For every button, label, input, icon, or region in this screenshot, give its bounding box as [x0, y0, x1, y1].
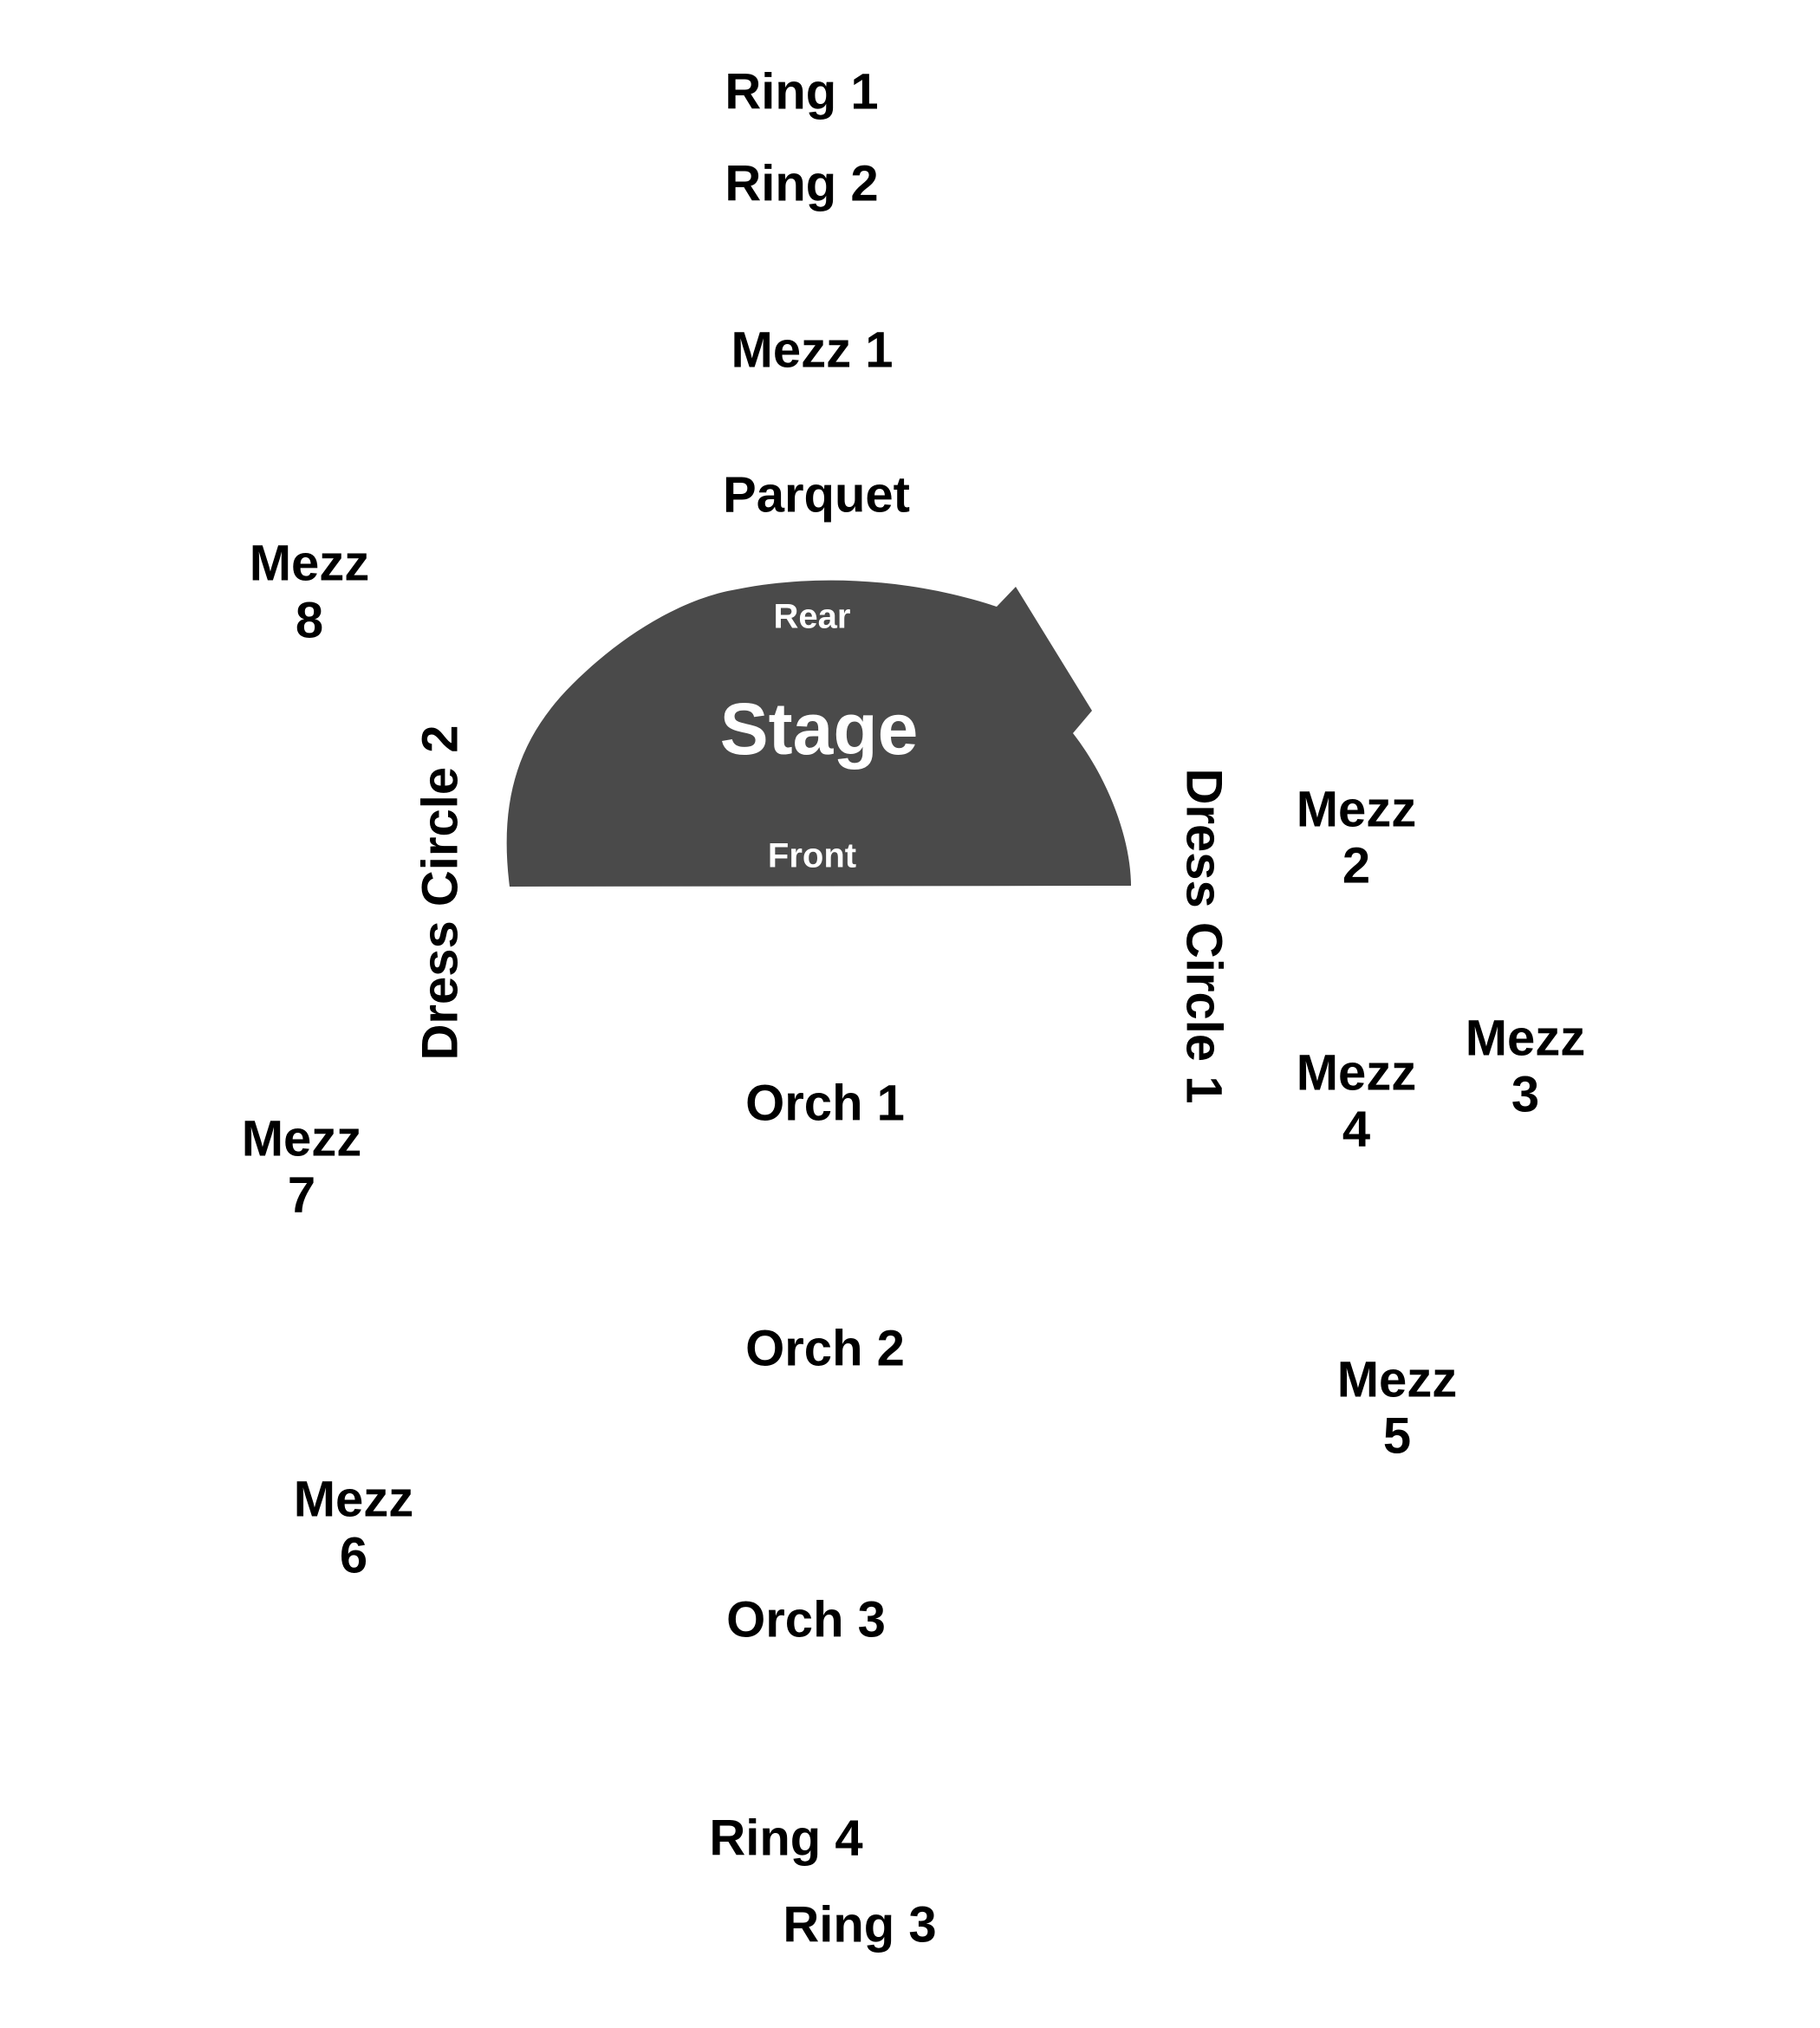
section-mezz-5-word: Mezz [1337, 1351, 1458, 1407]
section-mezz-6-word: Mezz [294, 1471, 414, 1527]
section-mezz-5-number: 5 [1383, 1407, 1411, 1464]
section-orch-2[interactable]: Orch 2 [745, 1320, 905, 1376]
section-mezz-6[interactable]: Mezz 6 [294, 1471, 414, 1583]
section-mezz-8[interactable]: Mezz 8 [250, 535, 370, 648]
section-mezz-2[interactable]: Mezz 2 [1297, 781, 1417, 894]
stage: Rear Stage Front [506, 580, 1131, 887]
section-orch-3[interactable]: Orch 3 [726, 1591, 886, 1648]
section-ring-2[interactable]: Ring 2 [725, 155, 878, 211]
section-ring-4[interactable]: Ring 4 [709, 1810, 862, 1866]
section-mezz-4-number: 4 [1342, 1101, 1370, 1157]
section-mezz-3-word: Mezz [1466, 1010, 1586, 1066]
section-mezz-7[interactable]: Mezz 7 [242, 1110, 362, 1223]
section-ring-1[interactable]: Ring 1 [725, 63, 878, 120]
section-mezz-3[interactable]: Mezz 3 [1466, 1010, 1586, 1122]
section-dress-circle-1[interactable]: Dress Circle 1 [1176, 769, 1232, 1104]
section-parquet[interactable]: Parquet [723, 466, 910, 523]
section-mezz-2-number: 2 [1342, 837, 1370, 894]
stage-front-label: Front [768, 837, 856, 875]
stage-shape [506, 580, 1131, 887]
section-mezz-4[interactable]: Mezz 4 [1297, 1044, 1417, 1157]
section-mezz-4-word: Mezz [1297, 1044, 1417, 1101]
section-mezz-6-number: 6 [340, 1527, 367, 1583]
section-mezz-7-word: Mezz [242, 1110, 362, 1167]
section-mezz-2-word: Mezz [1297, 781, 1417, 837]
section-orch-1[interactable]: Orch 1 [745, 1075, 905, 1131]
section-mezz-8-word: Mezz [250, 535, 370, 591]
section-mezz-7-number: 7 [288, 1167, 315, 1223]
section-mezz-3-number: 3 [1511, 1066, 1539, 1122]
stage-title: Stage [720, 688, 919, 770]
section-mezz-8-number: 8 [296, 592, 323, 648]
stage-rear-label: Rear [774, 598, 851, 636]
section-dress-circle-2[interactable]: Dress Circle 2 [412, 725, 468, 1061]
section-ring-3[interactable]: Ring 3 [783, 1896, 936, 1953]
section-mezz-5[interactable]: Mezz 5 [1337, 1351, 1458, 1464]
section-mezz-1[interactable]: Mezz 1 [731, 322, 894, 378]
